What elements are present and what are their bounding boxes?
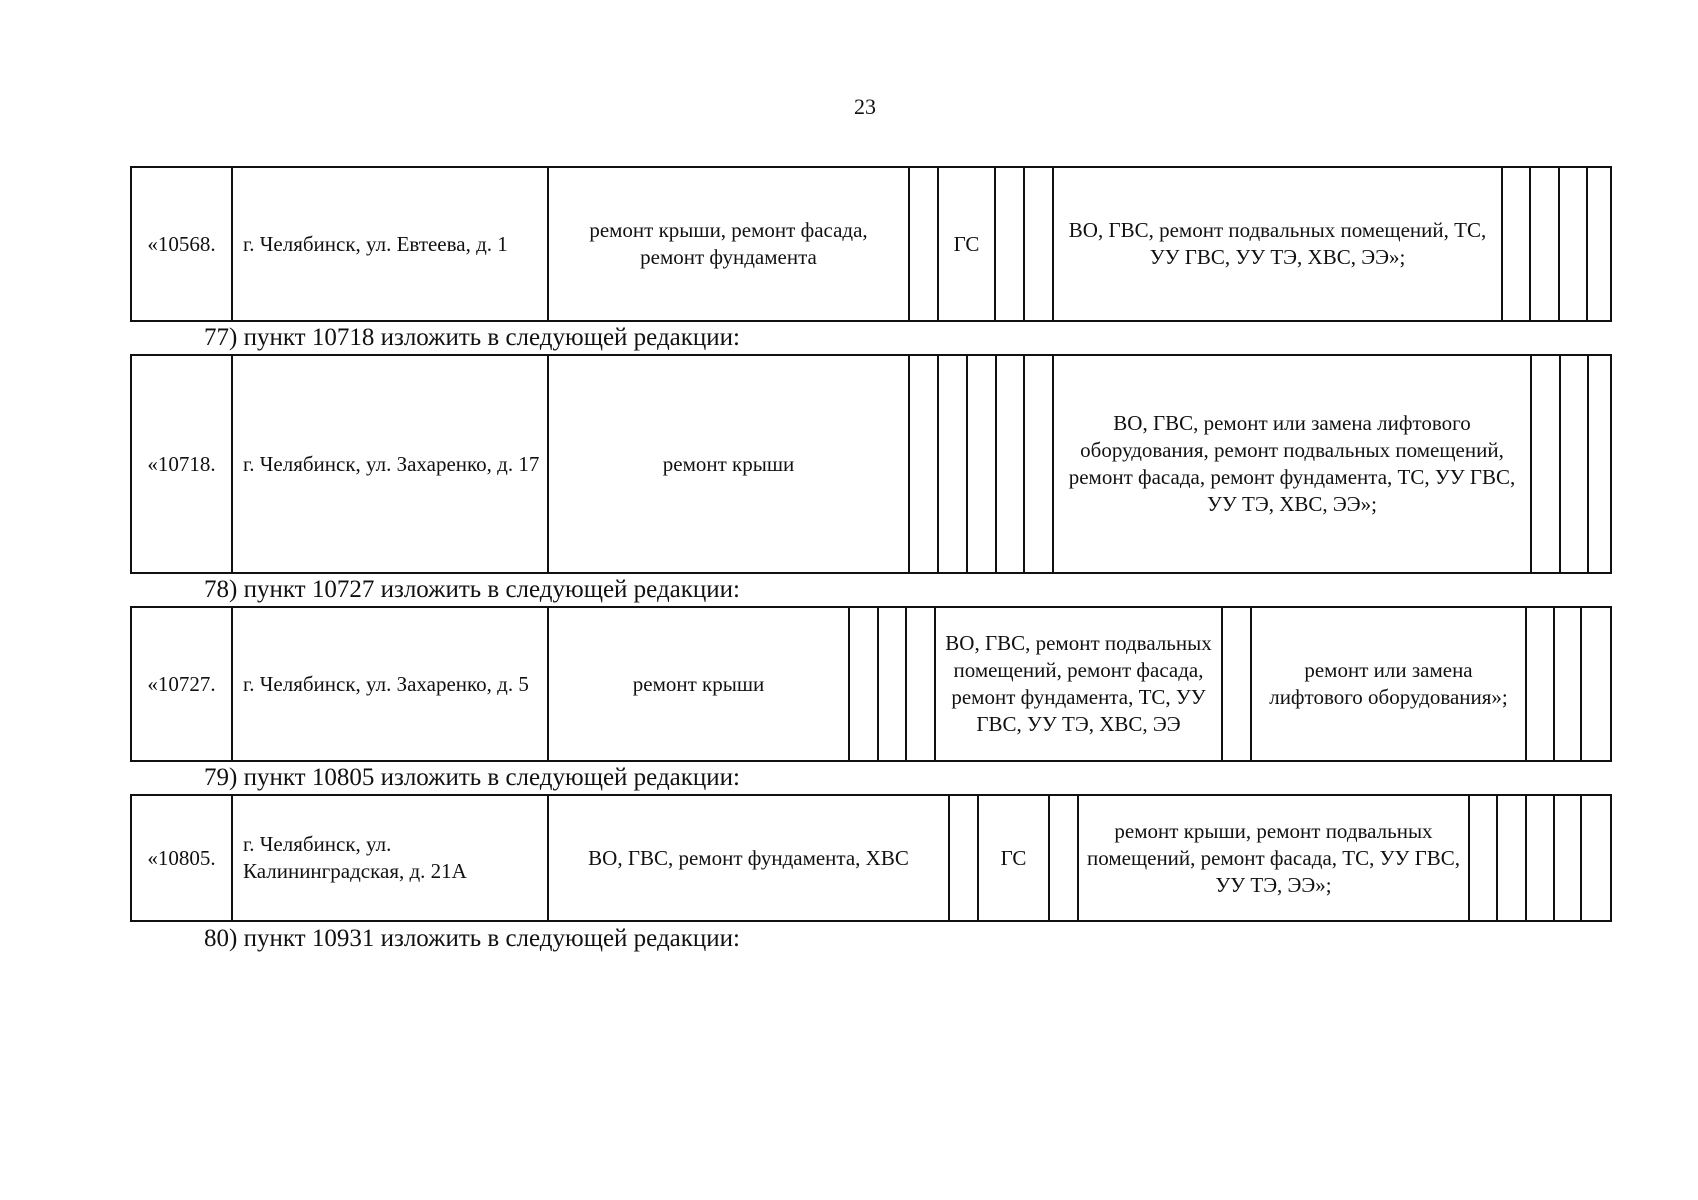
amendment-intro: 77) пункт 10718 изложить в следующей ред…: [204, 324, 740, 351]
item-number: «10568.: [130, 166, 233, 322]
empty-cell: [1468, 794, 1498, 922]
item-number: «10718.: [130, 354, 233, 574]
empty-cell: [1530, 354, 1561, 574]
address-cell: г. Челябинск, ул. Захаренко, д. 17: [231, 354, 549, 574]
empty-cell: [1221, 606, 1252, 762]
empty-cell: [937, 354, 968, 574]
works-cell: ВО, ГВС, ремонт или замена лифтового обо…: [1052, 354, 1532, 574]
empty-cell: [1587, 354, 1612, 574]
address-cell: г. Челябинск, ул. Калининградская, д. 21…: [231, 794, 549, 922]
empty-cell: [908, 354, 939, 574]
works-cell: ВО, ГВС, ремонт подвальных помещений, ре…: [934, 606, 1223, 762]
amendment-intro: 80) пункт 10931 изложить в следующей ред…: [204, 925, 740, 952]
empty-cell: [1580, 794, 1612, 922]
empty-cell: [948, 794, 979, 922]
amendment-intro: 78) пункт 10727 изложить в следующей ред…: [204, 576, 740, 603]
works-cell: ремонт крыши, ремонт фасада, ремонт фунд…: [547, 166, 910, 322]
empty-cell: [1529, 166, 1560, 322]
table-row: «10805. г. Челябинск, ул. Калининградска…: [130, 794, 1612, 922]
item-number: «10727.: [130, 606, 233, 762]
table-row: «10727. г. Челябинск, ул. Захаренко, д. …: [130, 606, 1612, 762]
address-cell: г. Челябинск, ул. Захаренко, д. 5: [231, 606, 549, 762]
amendment-intro: 79) пункт 10805 изложить в следующей ред…: [204, 764, 740, 791]
empty-cell: [966, 354, 997, 574]
empty-cell: [1525, 606, 1555, 762]
empty-cell: [1023, 354, 1054, 574]
empty-cell: [1525, 794, 1555, 922]
works-cell: ремонт крыши, ремонт подвальных помещени…: [1077, 794, 1470, 922]
empty-cell: [848, 606, 879, 762]
empty-cell: [1553, 794, 1582, 922]
works-cell: ремонт или замена лифтового оборудования…: [1250, 606, 1527, 762]
empty-cell: [1496, 794, 1527, 922]
empty-cell: [908, 166, 939, 322]
page-number: 23: [854, 94, 876, 119]
works-cell: ремонт крыши: [547, 354, 910, 574]
empty-cell: [877, 606, 907, 762]
empty-cell: [995, 354, 1025, 574]
empty-cell: [994, 166, 1025, 322]
empty-cell: [1558, 166, 1588, 322]
empty-cell: [905, 606, 936, 762]
empty-cell: [1580, 606, 1612, 762]
item-number: «10805.: [130, 794, 233, 922]
works-cell: ВО, ГВС, ремонт подвальных помещений, ТС…: [1052, 166, 1503, 322]
table-row: «10568. г. Челябинск, ул. Евтеева, д. 1 …: [130, 166, 1612, 322]
code-cell: ГС: [977, 794, 1050, 922]
empty-cell: [1586, 166, 1612, 322]
empty-cell: [1553, 606, 1582, 762]
empty-cell: [1501, 166, 1531, 322]
works-cell: ВО, ГВС, ремонт фундамента, ХВС: [547, 794, 950, 922]
empty-cell: [1023, 166, 1054, 322]
table-row: «10718. г. Челябинск, ул. Захаренко, д. …: [130, 354, 1612, 574]
empty-cell: [1048, 794, 1079, 922]
works-cell: ремонт крыши: [547, 606, 850, 762]
code-cell: ГС: [937, 166, 996, 322]
empty-cell: [1559, 354, 1589, 574]
address-cell: г. Челябинск, ул. Евтеева, д. 1: [231, 166, 549, 322]
